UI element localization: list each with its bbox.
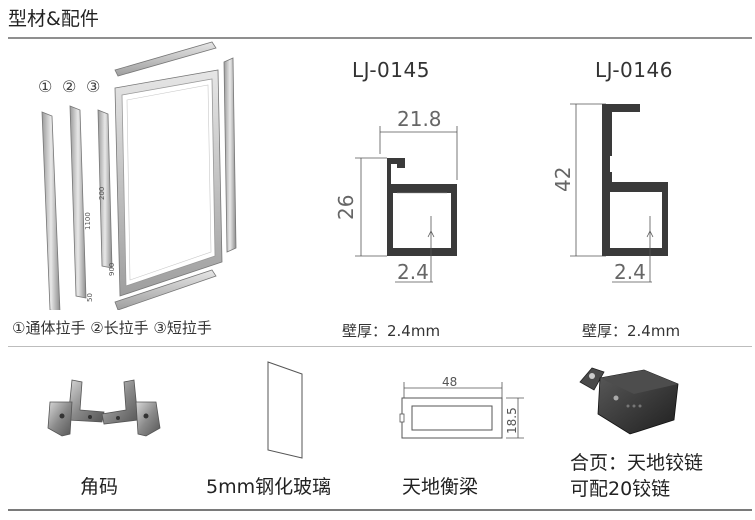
height-dim-0146: 42 [552,167,575,192]
handle-legend-caption: ①通体拉手 ②长拉手 ③短拉手 [12,319,212,337]
footer-divider [8,509,752,511]
dim-1100: 1100 [84,212,92,230]
frame-exploded-illustration: ① ② ③ 1100 50 200 900 [38,41,237,310]
dim-50: 50 [86,293,94,302]
corner-connector-photo [47,379,161,437]
wall-dim-0145: 2.4 [397,260,429,284]
profile-shape-0146 [602,104,668,256]
side-rail [223,57,237,253]
wall-thickness-0145: 壁厚：2.4mm [342,322,441,340]
profile-drawing-0146: 42 2.4 [552,103,668,284]
profile-drawing-0145: 21.8 26 2.4 [334,107,458,284]
tempered-glass-drawing [267,361,303,459]
beam-section-drawing: 48 18.5 [399,376,524,439]
profile-shape-0145 [387,158,457,256]
header-divider [8,37,752,39]
beam-width-dim: 48 [442,376,457,389]
beam-label: 天地衡梁 [402,476,479,498]
full-handle-profile [41,111,61,310]
dim-200: 200 [98,187,106,200]
hinge-label-line2: 可配20铰链 [570,478,671,500]
long-handle-profile [69,105,87,299]
hinge-label-line1: 合页：天地铰链 [570,452,704,474]
glass-opening [121,78,216,287]
beam-height-dim: 18.5 [505,407,519,434]
dim-900: 900 [108,263,116,276]
height-dim-0145: 26 [334,195,358,220]
short-handle-profile [97,109,113,269]
marker-1: ① [38,77,52,96]
corner-connector-label: 角码 [80,476,119,498]
tempered-glass-label: 5mm钢化玻璃 [206,476,332,498]
page-title: 型材&配件 [8,8,99,30]
section-divider [8,346,752,347]
wall-dim-0146: 2.4 [614,260,646,284]
profile-code-0146: LJ-0146 [595,58,673,82]
marker-3: ③ [86,77,100,96]
hinge-photo [579,367,679,435]
bottom-rail [114,269,217,310]
top-rail [114,41,217,77]
wall-thickness-0146: 壁厚：2.4mm [582,322,681,340]
profile-code-0145: LJ-0145 [352,58,430,82]
marker-2: ② [62,77,76,96]
width-dim-0145: 21.8 [397,107,442,131]
